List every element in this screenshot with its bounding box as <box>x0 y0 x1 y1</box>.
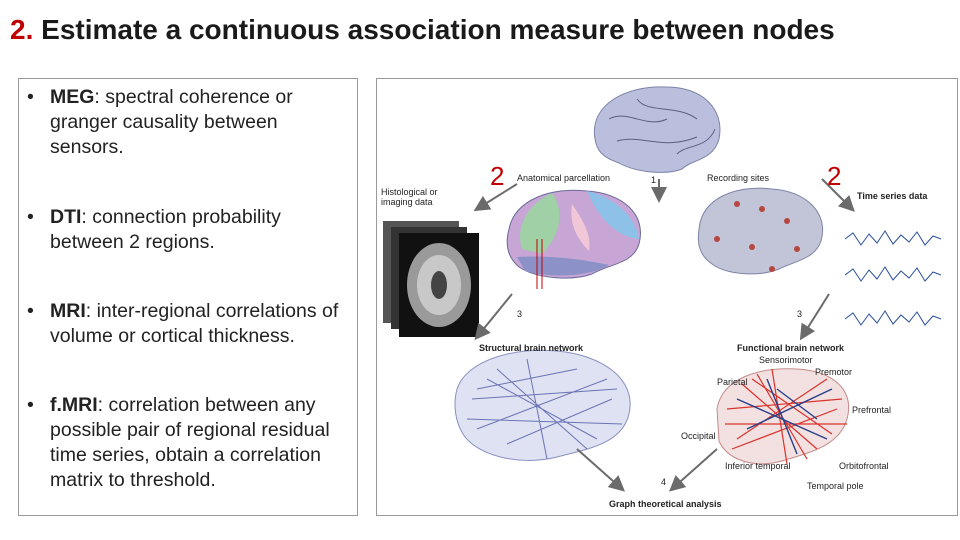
region-temporal-pole: Temporal pole <box>807 481 864 491</box>
region-premotor: Premotor <box>815 367 853 377</box>
bullet-term: DTI <box>50 206 82 228</box>
region-sensorimotor: Sensorimotor <box>759 355 813 365</box>
functional-network-image <box>716 368 849 465</box>
arrow-functional-to-graph <box>669 448 718 492</box>
arrow-to-timeseries <box>821 178 855 212</box>
bullet-panel: •MEG: spectral coherence or granger caus… <box>18 78 358 516</box>
region-parietal: Parietal <box>717 377 748 387</box>
bullet-text: : connection probability between 2 regio… <box>50 206 281 253</box>
label-functional: Functional brain network <box>737 343 845 353</box>
region-occipital: Occipital <box>681 431 716 441</box>
title-text: Estimate a continuous association measur… <box>41 14 835 45</box>
label-recording: Recording sites <box>707 173 770 183</box>
label-structural: Structural brain network <box>479 343 584 353</box>
parcellation-brain-image <box>506 189 641 289</box>
bullet-term: MRI <box>50 300 86 322</box>
mri-slice-images <box>383 221 479 337</box>
bullet-text: : correlation between any possible pair … <box>50 394 330 491</box>
recording-sites-brain-image <box>697 187 824 275</box>
label-anatomical: Anatomical parcellation <box>517 173 611 183</box>
arrow-to-structural <box>474 293 513 341</box>
step-4: 4 <box>661 477 667 487</box>
figure-graphics <box>383 86 942 492</box>
network-figure: Histological or imaging data Anatomical … <box>376 78 958 516</box>
time-series-traces <box>844 230 942 326</box>
region-orbitofrontal: Orbitofrontal <box>839 461 889 471</box>
label-timeseries: Time series data <box>857 191 928 201</box>
step-1: 1 <box>651 175 657 185</box>
region-inferior-temporal: Inferior temporal <box>725 461 791 471</box>
bullet-term: f.MRI <box>50 394 98 416</box>
step-3-left: 3 <box>517 309 523 319</box>
step-3-right: 3 <box>797 309 803 319</box>
bullet-term: MEG <box>50 86 95 108</box>
top-brain-image <box>593 86 721 173</box>
bullet-text: : spectral coherence or granger causalit… <box>50 86 293 158</box>
bullet-text: : inter-regional correlations of volume … <box>50 300 339 347</box>
label-histological: Histological or imaging data <box>381 187 438 207</box>
arrow-to-imaging <box>473 183 518 212</box>
label-graph: Graph theoretical analysis <box>609 499 722 509</box>
region-prefrontal: Prefrontal <box>852 405 892 415</box>
title-number: 2. <box>10 14 34 45</box>
arrow-structural-to-graph <box>576 448 625 492</box>
structural-network-image <box>454 349 631 461</box>
red-label-left: 2 <box>490 161 505 191</box>
arrow-to-functional <box>799 293 830 341</box>
page-title: 2. Estimate a continuous association mea… <box>10 14 835 46</box>
red-label-right: 2 <box>827 161 842 191</box>
